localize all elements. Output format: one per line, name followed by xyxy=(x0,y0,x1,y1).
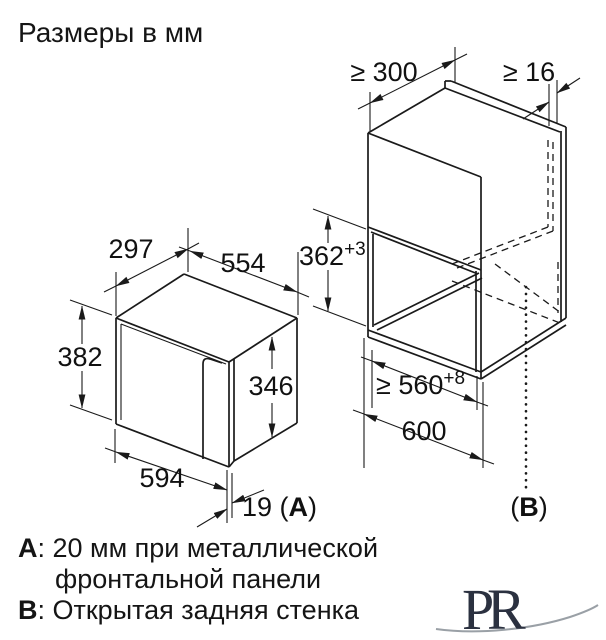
page-title: Размеры в мм xyxy=(18,17,204,48)
dim-niche-width-560: ≥ 560+8 xyxy=(360,350,489,410)
dim-height-382: 382 xyxy=(57,299,113,421)
microwave-front-width-label: 594 xyxy=(139,463,184,493)
microwave-drawing: 297 554 382 346 xyxy=(57,228,317,528)
cabinet-drawing: ≥ 300 ≥ 16 362+3 xyxy=(299,47,581,522)
cabinet-niche-height-label: 362+3 xyxy=(299,239,366,271)
dim-front-height-346: 346 xyxy=(248,336,294,438)
logo-letter-r: R xyxy=(487,577,526,640)
dim-niche-height-362: 362+3 xyxy=(299,208,367,327)
dim-side-thickness-16: ≥ 16 xyxy=(503,57,581,126)
dim-front-width-594: 594 xyxy=(104,429,228,493)
dim-front-panel-19: 19 (A) xyxy=(196,470,317,528)
microwave-door-detail xyxy=(120,323,227,459)
footnotes: A: 20 мм при металлической фронтальной п… xyxy=(18,533,378,626)
logo-swoosh xyxy=(435,604,599,633)
dim-top-depth-300: ≥ 300 xyxy=(350,47,468,131)
dim-depth-297: 297 xyxy=(103,228,200,316)
microwave-depth-label: 297 xyxy=(108,234,153,264)
microwave-height-label: 382 xyxy=(57,342,102,372)
logo-letter-p: P xyxy=(462,577,494,640)
note-a-text: : 20 мм при металлической xyxy=(37,533,379,563)
dim-width-554: 554 xyxy=(178,246,310,315)
note-a-line2: фронтальной панели xyxy=(55,564,322,594)
watermark-logo: P R xyxy=(435,577,599,640)
microwave-outline xyxy=(115,273,298,468)
dim-cabinet-width-600: 600 xyxy=(352,338,495,468)
cabinet-top-depth-label: ≥ 300 xyxy=(350,57,417,87)
note-b-label: B xyxy=(18,595,38,625)
cabinet-outline xyxy=(367,80,567,380)
microwave-width-label: 554 xyxy=(220,248,265,278)
open-back-ref-label: (B) xyxy=(510,492,548,522)
microwave-front-height-label: 346 xyxy=(248,371,293,401)
note-b-line: B: Открытая задняя стенка xyxy=(18,595,378,626)
cabinet-hidden-edges xyxy=(451,140,562,324)
note-b-text: : Открытая задняя стенка xyxy=(37,595,360,625)
note-a-label: A xyxy=(18,533,38,563)
note-a-line1: A: 20 мм при металлической xyxy=(18,533,378,564)
microwave-front-panel-label: 19 (A) xyxy=(242,492,317,522)
cabinet-width-label: 600 xyxy=(401,416,446,446)
cabinet-niche-width-label: ≥ 560+8 xyxy=(376,368,465,400)
cabinet-side-thickness-label: ≥ 16 xyxy=(503,57,555,87)
